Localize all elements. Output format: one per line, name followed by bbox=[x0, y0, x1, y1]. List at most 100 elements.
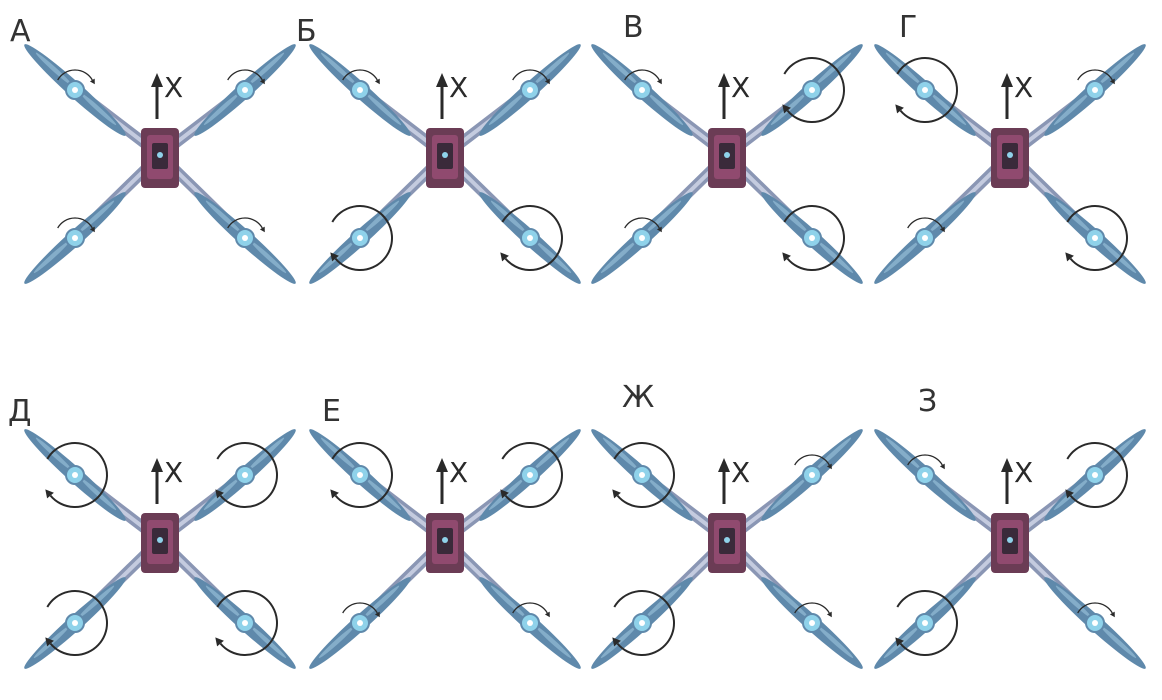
quadcopter: X bbox=[591, 429, 863, 669]
front-left-motor bbox=[915, 465, 935, 485]
rear-left-motor bbox=[65, 228, 85, 248]
rear-right-motor bbox=[235, 613, 255, 633]
quadcopter: X bbox=[591, 44, 863, 284]
rear-right-rotation-arrow bbox=[1065, 205, 1128, 272]
frame-body bbox=[141, 513, 179, 573]
rear-left-motor bbox=[350, 228, 370, 248]
rear-right-motor bbox=[802, 228, 822, 248]
x-axis-arrow: X bbox=[151, 71, 183, 119]
frame-body bbox=[426, 128, 464, 188]
front-right-rotation-arrow bbox=[215, 442, 278, 509]
front-right-motor bbox=[235, 465, 255, 485]
frame-body bbox=[426, 513, 464, 573]
front-left-rotation-arrow bbox=[624, 69, 662, 85]
front-right-motor bbox=[520, 465, 540, 485]
front-right-rotation-arrow bbox=[227, 69, 265, 85]
rear-right-rotation-arrow bbox=[794, 602, 832, 618]
x-axis-label: X bbox=[449, 456, 468, 489]
frame-body bbox=[708, 128, 746, 188]
rear-right-rotation-arrow bbox=[215, 590, 278, 657]
x-axis-arrow: X bbox=[151, 456, 183, 504]
rear-right-motor bbox=[235, 228, 255, 248]
frame-body bbox=[708, 513, 746, 573]
rear-right-motor bbox=[520, 613, 540, 633]
x-axis-label: X bbox=[1014, 71, 1033, 104]
rear-left-rotation-arrow bbox=[45, 590, 108, 657]
rear-right-motor bbox=[520, 228, 540, 248]
front-left-motor bbox=[915, 80, 935, 100]
x-axis-arrow: X bbox=[718, 71, 750, 119]
rear-left-rotation-arrow bbox=[330, 205, 393, 272]
rear-right-rotation-arrow bbox=[512, 602, 550, 618]
panel-label: Д bbox=[8, 394, 32, 429]
x-axis-label: X bbox=[449, 71, 468, 104]
x-axis-label: X bbox=[731, 456, 750, 489]
rear-left-rotation-arrow bbox=[895, 590, 958, 657]
front-left-motor bbox=[65, 80, 85, 100]
x-axis-label: X bbox=[164, 71, 183, 104]
front-right-rotation-arrow bbox=[500, 442, 563, 509]
front-left-motor bbox=[632, 465, 652, 485]
front-left-motor bbox=[350, 80, 370, 100]
rear-right-motor bbox=[1085, 228, 1105, 248]
frame-body bbox=[141, 128, 179, 188]
front-left-rotation-arrow bbox=[907, 454, 945, 470]
rear-right-motor bbox=[1085, 613, 1105, 633]
front-right-rotation-arrow bbox=[1077, 69, 1115, 85]
x-axis-arrow: X bbox=[436, 71, 468, 119]
quadcopter: X bbox=[874, 44, 1146, 284]
front-right-rotation-arrow bbox=[794, 454, 832, 470]
x-axis-label: X bbox=[1014, 456, 1033, 489]
x-axis-arrow: X bbox=[436, 456, 468, 504]
front-right-motor bbox=[520, 80, 540, 100]
rear-right-motor bbox=[802, 613, 822, 633]
front-left-rotation-arrow bbox=[342, 69, 380, 85]
x-axis-arrow: X bbox=[718, 456, 750, 504]
x-axis-arrow: X bbox=[1001, 456, 1033, 504]
quadcopter: X bbox=[24, 44, 296, 284]
front-left-rotation-arrow bbox=[45, 442, 108, 509]
front-left-rotation-arrow bbox=[612, 442, 675, 509]
front-right-motor bbox=[802, 465, 822, 485]
front-right-rotation-arrow bbox=[512, 69, 550, 85]
front-right-motor bbox=[1085, 80, 1105, 100]
rear-left-motor bbox=[632, 228, 652, 248]
quadcopter: X bbox=[309, 44, 581, 284]
panel-label: З bbox=[918, 384, 938, 419]
front-left-rotation-arrow bbox=[330, 442, 393, 509]
front-right-motor bbox=[235, 80, 255, 100]
rear-right-rotation-arrow bbox=[1077, 602, 1115, 618]
panel-label: Ж bbox=[622, 380, 655, 415]
rear-left-rotation-arrow bbox=[624, 217, 662, 233]
quadcopter: X bbox=[309, 429, 581, 669]
rear-left-rotation-arrow bbox=[907, 217, 945, 233]
front-left-motor bbox=[350, 465, 370, 485]
rear-left-motor bbox=[915, 228, 935, 248]
x-axis-label: X bbox=[164, 456, 183, 489]
panel-label: В bbox=[623, 10, 644, 45]
rear-right-rotation-arrow bbox=[227, 217, 265, 233]
front-right-motor bbox=[1085, 465, 1105, 485]
panel-label: Г bbox=[899, 10, 918, 45]
quadcopter: X bbox=[874, 429, 1146, 669]
rear-left-motor bbox=[65, 613, 85, 633]
front-right-motor bbox=[802, 80, 822, 100]
rear-left-motor bbox=[632, 613, 652, 633]
front-left-rotation-arrow bbox=[57, 69, 95, 85]
panel-label: А bbox=[10, 14, 31, 49]
rear-left-rotation-arrow bbox=[612, 590, 675, 657]
panel-label: Б bbox=[296, 14, 317, 49]
rear-left-rotation-arrow bbox=[342, 602, 380, 618]
frame-body bbox=[991, 513, 1029, 573]
rear-left-rotation-arrow bbox=[57, 217, 95, 233]
front-left-rotation-arrow bbox=[895, 57, 958, 124]
quadcopter: X bbox=[24, 429, 296, 669]
rear-right-rotation-arrow bbox=[500, 205, 563, 272]
panel-label: Е bbox=[322, 394, 341, 429]
x-axis-arrow: X bbox=[1001, 71, 1033, 119]
frame-body bbox=[991, 128, 1029, 188]
rear-right-rotation-arrow bbox=[782, 205, 845, 272]
rear-left-motor bbox=[350, 613, 370, 633]
front-right-rotation-arrow bbox=[782, 57, 845, 124]
